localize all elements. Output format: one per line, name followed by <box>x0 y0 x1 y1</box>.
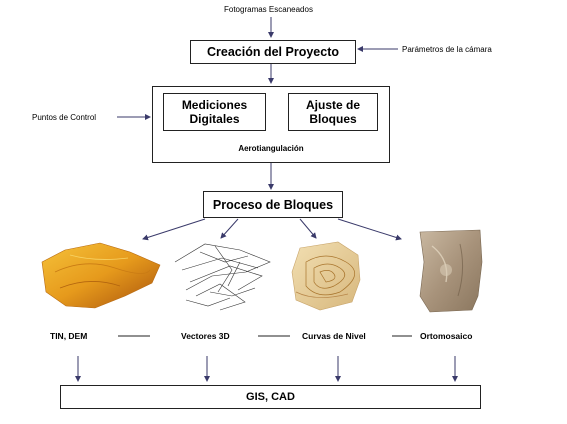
aerotriangulacion-label: Aerotiangulación <box>238 144 304 153</box>
aerial-photo-image <box>419 229 483 313</box>
gis-cad-box: GIS, CAD <box>60 385 481 409</box>
arrow-proceso-to-orto <box>337 218 402 241</box>
vector-sketch-image <box>174 243 271 311</box>
product-label-orto: Ortomosaico <box>420 331 473 341</box>
proceso-bloques-box: Proceso de Bloques <box>203 191 343 218</box>
terrain-render-image <box>41 242 161 309</box>
mediciones-digitales-box: Mediciones Digitales <box>163 93 266 131</box>
creacion-proyecto-box: Creación del Proyecto <box>190 40 356 64</box>
puntos-control-label: Puntos de Control <box>32 113 97 122</box>
product-label-tin: TIN, DEM <box>50 331 88 341</box>
arrow-proceso-to-tin <box>142 218 206 241</box>
arrow-proceso-to-curvas <box>299 218 317 239</box>
parametros-label: Parámetros de la cámara <box>402 45 492 54</box>
product-label-vectores: Vectores 3D <box>181 331 230 341</box>
fotogramas-label: Fotogramas Escaneados <box>224 5 313 14</box>
arrow-proceso-to-vectores <box>220 218 239 239</box>
product-label-curvas: Curvas de Nivel <box>302 331 366 341</box>
contour-map-image <box>291 241 361 311</box>
ajuste-bloques-box: Ajuste de Bloques <box>288 93 378 131</box>
